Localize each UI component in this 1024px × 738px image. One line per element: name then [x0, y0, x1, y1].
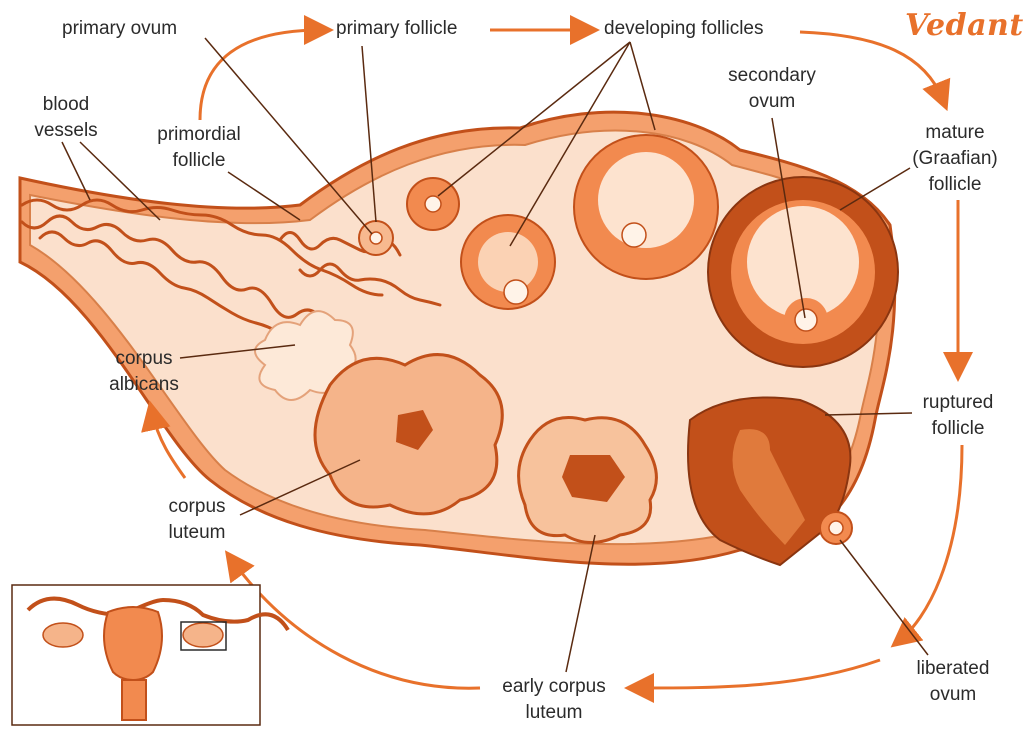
label-early-corpus-luteum: early corpus luteum [502, 676, 606, 723]
label-blood-vessels: blood vessels [34, 94, 98, 141]
inset-uterus [26, 596, 290, 721]
label-primordial-follicle: primordial follicle [157, 124, 241, 171]
arrow-primordial-to-primary [198, 15, 334, 121]
arrow-developing-to-mature [799, 30, 951, 112]
arrow-luteum-to-albicans [141, 400, 187, 479]
leader-lines [61, 37, 929, 673]
brand-logo: Vedantu [905, 8, 1024, 43]
label-ruptured-follicle: ruptured follicle [922, 392, 994, 439]
label-primary-follicle: primary follicle [336, 18, 458, 39]
label-corpus-luteum: corpus luteum [168, 496, 226, 543]
arrow-ruptured-to-liberated [890, 444, 964, 648]
arrow-liberated-to-early [624, 658, 881, 703]
arrow-early-to-luteum [224, 550, 481, 690]
label-developing-follicles: developing follicles [604, 18, 764, 39]
label-secondary-ovum: secondary ovum [728, 65, 816, 112]
label-mature-follicle: mature (Graafian) follicle [912, 122, 998, 195]
blood-vessels [20, 198, 442, 335]
label-primary-ovum: primary ovum [62, 18, 178, 39]
label-liberated-ovum: liberated ovum [916, 658, 990, 705]
label-corpus-albicans: corpus albicans [109, 348, 179, 395]
